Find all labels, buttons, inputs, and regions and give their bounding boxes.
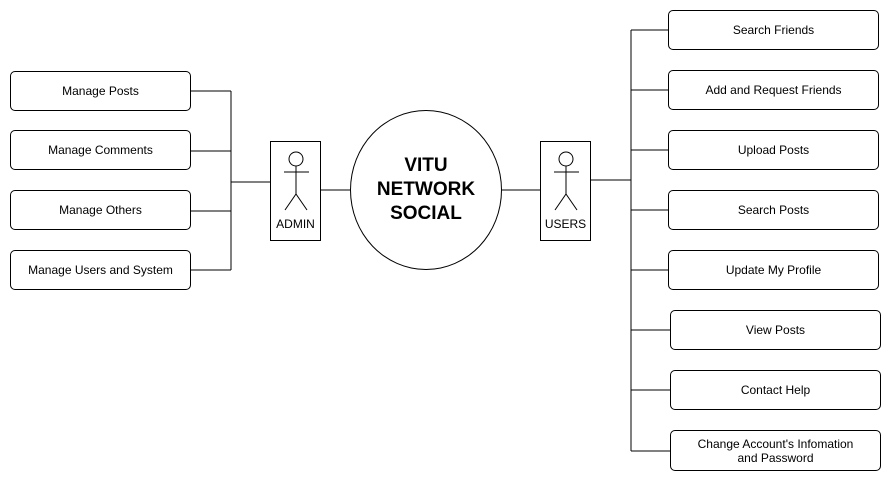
user-function-box: Upload Posts xyxy=(668,130,879,170)
user-function-box: Add and Request Friends xyxy=(668,70,879,110)
admin-function-box: Manage Users and System xyxy=(10,250,191,290)
admin-function-box: Manage Comments xyxy=(10,130,191,170)
admin-function-box: Manage Posts xyxy=(10,71,191,111)
user-function-box: Change Account's Infomation and Password xyxy=(670,430,881,471)
system-title-line: SOCIAL xyxy=(390,203,462,224)
admin-function-box: Manage Others xyxy=(10,190,191,230)
user-function-box: Search Posts xyxy=(668,190,879,230)
users-actor-label: USERS xyxy=(544,217,587,231)
user-function-box: Contact Help xyxy=(670,370,881,410)
stick-figure-icon xyxy=(284,151,309,211)
user-function-box: Update My Profile xyxy=(668,250,879,290)
user-function-box: Search Friends xyxy=(668,10,879,50)
system-title-line: NETWORK xyxy=(376,179,476,200)
users-actor: USERS xyxy=(540,141,591,241)
admin-actor-label: ADMIN xyxy=(276,217,315,231)
user-function-box: View Posts xyxy=(670,310,881,350)
admin-actor: ADMIN xyxy=(270,141,321,241)
system-circle: VITU NETWORK SOCIAL xyxy=(350,110,502,270)
stick-figure-icon xyxy=(554,151,579,211)
system-title-line: VITU xyxy=(404,155,448,176)
